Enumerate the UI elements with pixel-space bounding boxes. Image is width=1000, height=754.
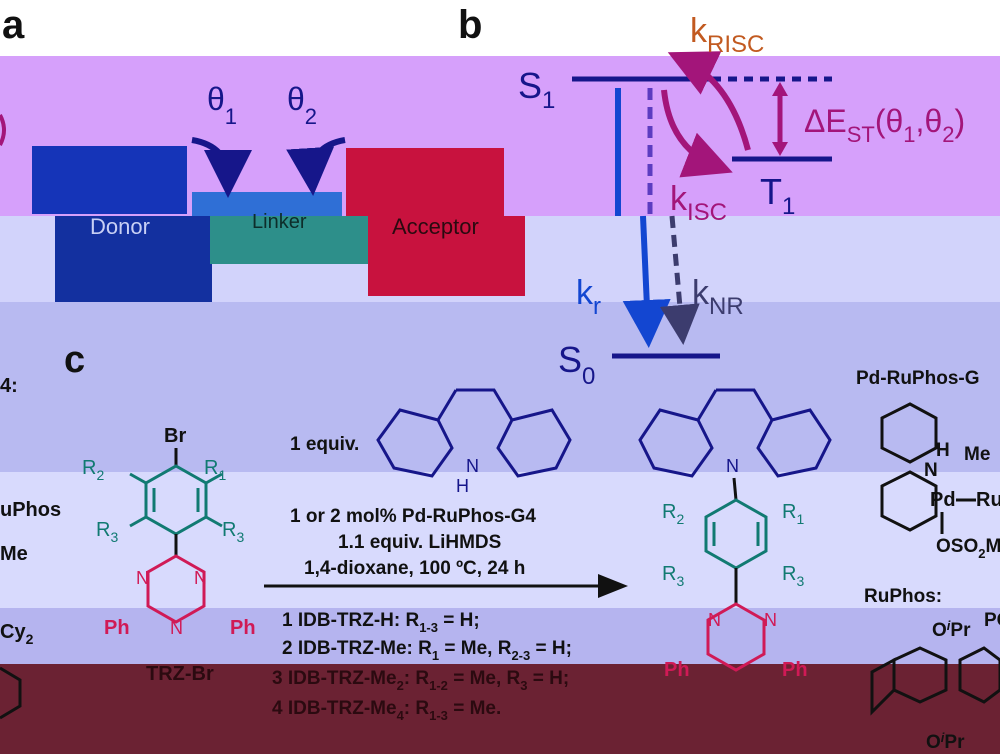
knr-arrow-lower xyxy=(659,215,700,345)
kr-arrow-lower xyxy=(622,215,671,348)
trz-br-structure: Br R2 R1 R3 R3 N N N Ph Ph TRZ-Br xyxy=(82,425,256,685)
conditions-line-3: 1,4-dioxane, 100 ºC, 24 h xyxy=(304,558,525,579)
triazine-n1: N xyxy=(136,568,149,588)
kisc-label: kISC xyxy=(670,180,727,226)
r3-left-label: R3 xyxy=(96,519,118,545)
ruphos-pc: PC xyxy=(984,610,1000,631)
catalyst-n: N xyxy=(924,460,938,481)
product-3: 3 IDB-TRZ-Me2: R1-2 = Me, R3 = H; xyxy=(272,668,569,693)
krisc-label: kRISC xyxy=(690,12,764,58)
product-2: 2 IDB-TRZ-Me: R1 = Me, R2-3 = H; xyxy=(282,638,572,663)
r1-right-label: R1 xyxy=(204,457,226,483)
catalyst-pd: Pd xyxy=(930,489,956,511)
one-equiv-label: 1 equiv. xyxy=(290,434,359,455)
catalyst-oso2: OSO2M xyxy=(936,536,1000,561)
theta2-arrow xyxy=(286,137,346,196)
kisc-arrow xyxy=(661,89,733,178)
reagent-n: N xyxy=(466,456,479,476)
catalyst-h: H xyxy=(936,440,950,461)
product-r1-label: R1 xyxy=(782,501,804,527)
theta2-label: θ2 xyxy=(287,81,317,129)
product-n: N xyxy=(726,456,739,476)
theta1-arrow xyxy=(191,137,252,198)
theta1-label: θ1 xyxy=(207,81,237,129)
acceptor-label: Acceptor xyxy=(392,214,479,239)
catalyst-title: Pd-RuPhos-G xyxy=(856,368,980,389)
product-r2-label: R2 xyxy=(662,501,684,527)
left-fragment-ruphos: uPhos xyxy=(0,499,61,521)
panel-c: 4: uPhos Me Cy2 Br R2 R1 R3 R3 N N N Ph … xyxy=(0,368,1000,753)
ruphos-o1: OiPr xyxy=(932,618,971,641)
panel-label-b: b xyxy=(458,3,482,47)
catalyst-me: Me xyxy=(964,444,990,465)
br-label: Br xyxy=(164,425,186,447)
kr-label: kr xyxy=(576,274,601,320)
reagent-h: H xyxy=(456,476,469,496)
delta-est-arrow-top xyxy=(772,82,788,96)
acceptor-block: Acceptor xyxy=(346,148,525,296)
left-edge-arc xyxy=(0,114,6,146)
knr-label: kNR xyxy=(692,274,744,320)
left-fragment-ring xyxy=(0,666,22,720)
krisc-arrow xyxy=(667,51,751,151)
catalyst-structure: Pd-RuPhos-G H Me N Pd Ru OSO2M xyxy=(856,368,1000,561)
ruphos-title: RuPhos: xyxy=(864,586,942,607)
product-triazine-n1: N xyxy=(708,610,721,630)
panel-a: Donor Linker Acceptor θ1 θ2 xyxy=(0,81,525,302)
product-4: 4 IDB-TRZ-Me4: R1-3 = Me. xyxy=(272,698,501,723)
ruphos-o2: OiPr xyxy=(926,730,965,753)
linker-label: Linker xyxy=(252,211,307,233)
background-band-6 xyxy=(0,664,1000,754)
product-r3-left-label: R3 xyxy=(662,563,684,589)
product-r3-right-label: R3 xyxy=(782,563,804,589)
ruphos-structure: RuPhos: OiPr PC OiPr xyxy=(864,586,1000,753)
linker-block: Linker xyxy=(192,192,370,264)
product-ph-right-label: Ph xyxy=(782,659,808,681)
trz-br-label: TRZ-Br xyxy=(146,663,214,685)
panel-label-a: a xyxy=(2,3,25,47)
left-fragment-g4: 4: xyxy=(0,375,18,397)
delta-est-arrow-bottom xyxy=(772,142,788,156)
product-1: 1 IDB-TRZ-H: R1-3 = H; xyxy=(282,610,480,635)
s0-label: S0 xyxy=(558,339,595,390)
panel-b: S1 T1 S0 kRISC kISC ΔEST(θ1,θ2) kr kNR xyxy=(518,12,965,390)
left-fragment-me: Me xyxy=(0,543,28,565)
product-ph-left-label: Ph xyxy=(664,659,690,681)
s1-label: S1 xyxy=(518,65,555,114)
delta-est-label: ΔEST(θ1,θ2) xyxy=(804,103,965,147)
donor-label: Donor xyxy=(90,214,150,239)
conditions-line-1: 1 or 2 mol% Pd-RuPhos-G4 xyxy=(290,506,536,527)
product-triazine-n2: N xyxy=(764,610,777,630)
r2-left-label: R2 xyxy=(82,457,104,483)
ph-right-label: Ph xyxy=(230,617,256,639)
ph-left-label: Ph xyxy=(104,617,130,639)
t1-label: T1 xyxy=(760,171,795,220)
left-fragment-cy2: Cy2 xyxy=(0,621,34,647)
r3-right-label: R3 xyxy=(222,519,244,545)
product-structure: N R2 R1 R3 R3 N N Ph Ph xyxy=(638,388,832,681)
iminodibenzyl-reagent: 1 equiv. N H xyxy=(290,388,572,496)
catalyst-ru: Ru xyxy=(976,489,1000,511)
conditions-line-2: 1.1 equiv. LiHMDS xyxy=(338,532,501,553)
triazine-n2: N xyxy=(194,568,207,588)
triazine-n3: N xyxy=(170,618,183,638)
panel-label-c: c xyxy=(64,339,85,381)
donor-block: Donor xyxy=(32,146,212,302)
